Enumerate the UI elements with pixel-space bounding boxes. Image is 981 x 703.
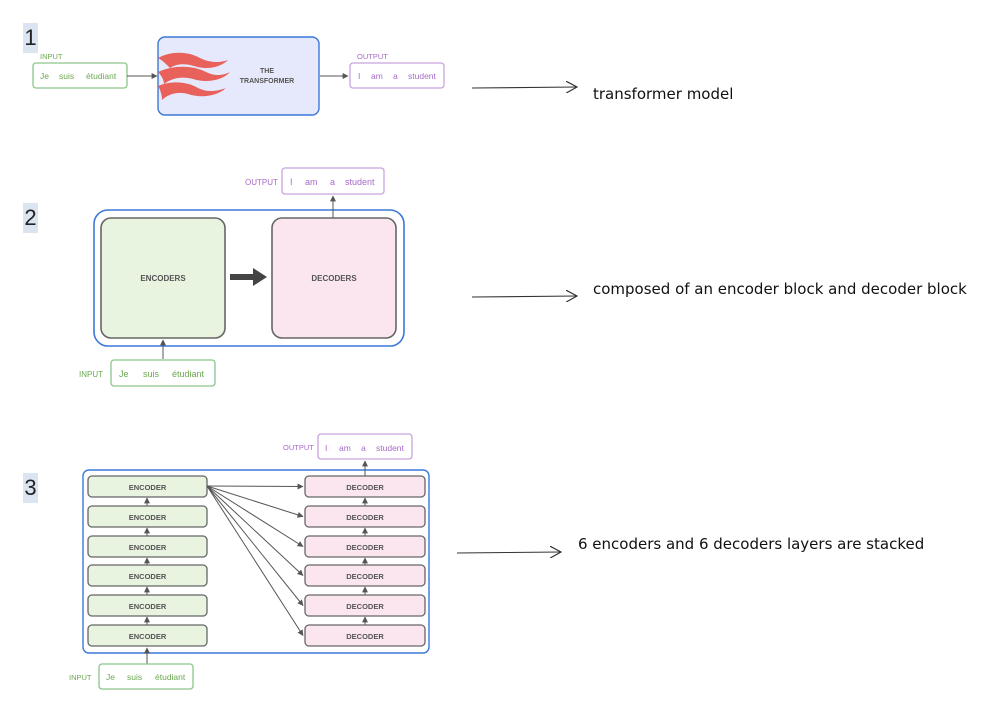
input-word: Je [40,71,49,81]
decoder-layer [304,564,426,587]
pointer-arrow-3 [456,552,561,553]
encoder-label: ENCODER [129,602,167,611]
flame-icon [158,52,230,100]
decoder-layer [304,535,426,558]
input-label-3: INPUT [69,673,92,682]
output-box-3 [317,433,413,460]
pointer-arrow-1 [471,87,577,88]
input-word: suis [59,71,74,81]
section-number-3: 3 [23,473,38,503]
input-box-3 [98,663,194,690]
output-label-3: OUTPUT [283,443,314,452]
cross-attention-arrow [206,485,304,518]
encoder-label: ENCODER [129,483,167,492]
output-label-2: OUTPUT [245,178,278,187]
encoder-label: ENCODER [129,572,167,581]
output-word: I [358,71,360,81]
output-word: a [393,71,398,81]
cross-attention-arrow [206,483,304,490]
pointer-arrow-2 [471,296,577,297]
caption-transformer-model: transformer model [593,85,734,103]
decoder-layer [304,505,426,528]
output-word: student [376,443,405,453]
encoders-label: ENCODERS [140,274,186,283]
decoder-label: DECODER [346,483,384,492]
input-box-2 [110,359,216,387]
input-word: étudiant [155,672,186,682]
section-number-1: 1 [23,23,38,53]
decoder-label: DECODER [346,602,384,611]
output-word: am [339,443,351,453]
section-2-diagram: OUTPUT I am a student ENCODERS DECODERS … [79,167,577,387]
encoder-label: ENCODER [129,513,167,522]
encoder-layer [87,535,208,558]
encoder-layer [87,624,208,647]
cross-attention-arrow [206,485,304,606]
output-box-1 [349,62,445,89]
output-word: am [305,177,318,187]
section-1-diagram: INPUT Je suis étudiant THE TRANSFORMER O… [32,36,577,116]
input-word: étudiant [86,71,117,81]
decoders-box [271,217,397,339]
encoders-box [100,217,226,339]
decoder-layer [304,594,426,617]
encoder-label: ENCODER [129,543,167,552]
decoder-label: DECODER [346,513,384,522]
encoder-decoder-stack: ENCODER DECODER ENCODER DECODER ENCODER DECOD… [87,475,426,647]
output-box-2 [281,167,385,195]
input-word: suis [143,369,160,379]
caption-stacked-layers: 6 encoders and 6 decoders layers are sta… [578,535,925,553]
transformer-title-line2: TRANSFORMER [240,78,294,85]
decoder-label: DECODER [346,572,384,581]
output-word: am [371,71,383,81]
transformer-title-line1: THE [260,68,274,75]
cross-attention-arrow [206,485,304,576]
cross-attention-arrow [206,485,304,547]
output-word: a [361,443,366,453]
output-word: a [330,177,335,187]
decoder-layer [304,624,426,647]
input-word: Je [106,672,115,682]
input-label-1: INPUT [40,52,63,61]
output-word: I [325,443,327,453]
input-label-2: INPUT [79,370,103,379]
section-number-2: 2 [23,203,38,233]
input-word: étudiant [172,369,205,379]
caption-encoder-decoder: composed of an encoder block and decoder… [593,280,967,298]
encoder-label: ENCODER [129,632,167,641]
decoder-label: DECODER [346,632,384,641]
input-word: suis [127,672,142,682]
output-label-1: OUTPUT [357,52,388,61]
decoders-label: DECODERS [311,274,357,283]
encoder-layer [87,564,208,587]
output-word: I [290,177,293,187]
decoder-label: DECODER [346,543,384,552]
cross-attention-arrow [206,485,304,637]
output-word: student [408,71,437,81]
thick-arrow-icon [230,268,267,286]
input-word: Je [119,369,129,379]
output-word: student [345,177,375,187]
encoder-layer [87,505,208,528]
encoder-layer [87,594,208,617]
